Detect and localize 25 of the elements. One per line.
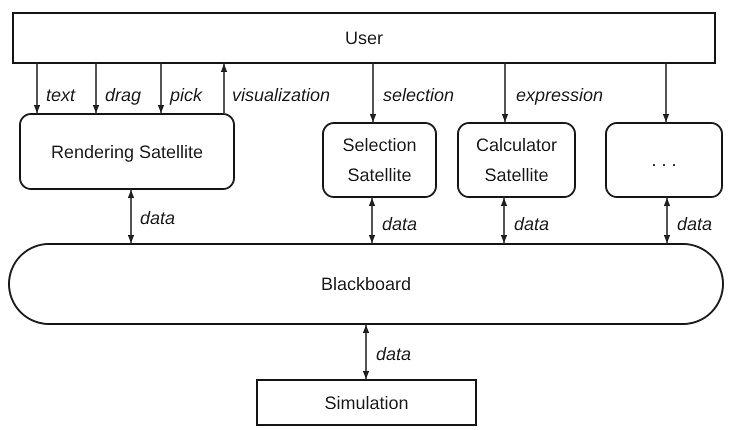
arrow <box>158 64 164 113</box>
arrow <box>370 64 376 122</box>
rounded-box <box>19 113 235 190</box>
arrow <box>500 198 508 243</box>
arrow <box>502 64 508 122</box>
node-label: Selection Satellite <box>341 134 418 187</box>
node-label: Simulation <box>323 392 410 414</box>
process-box <box>12 12 716 64</box>
node-label: Rendering Satellite <box>50 140 204 164</box>
node-label: . . . <box>650 149 678 172</box>
arrow <box>92 64 100 113</box>
node-label: Calculator Satellite <box>474 134 558 187</box>
arrow <box>128 190 134 243</box>
rounded-box <box>457 122 576 198</box>
node-label: Blackboard <box>320 273 412 296</box>
arrow <box>220 64 228 113</box>
rounded-box <box>605 122 723 198</box>
arrow <box>362 325 370 379</box>
arrow <box>368 198 376 243</box>
rounded-box <box>322 122 437 198</box>
arrow <box>662 64 670 122</box>
process-box <box>256 379 477 426</box>
arrow <box>34 64 40 113</box>
arrow <box>664 198 670 243</box>
node-label: User <box>344 27 384 50</box>
